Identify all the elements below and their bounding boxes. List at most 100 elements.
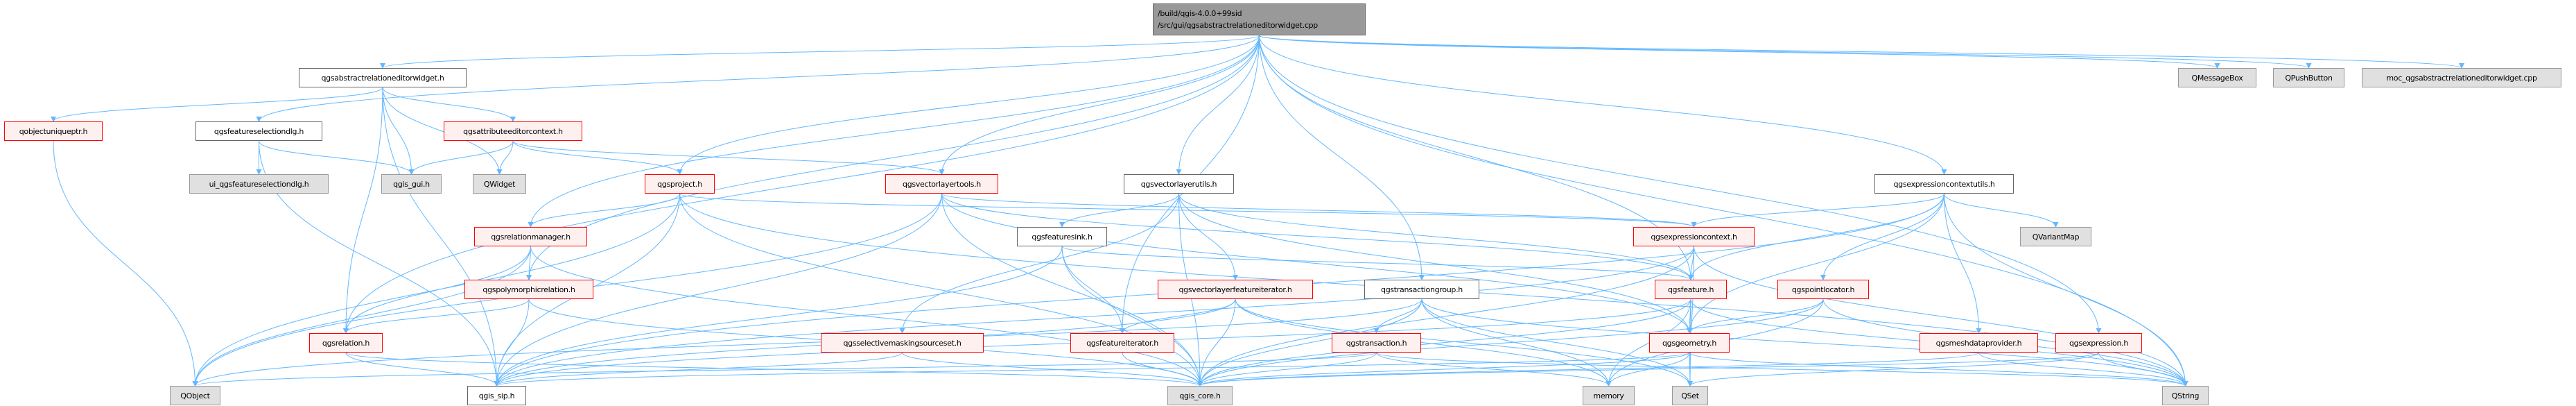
edge-abs-to-attrctx [382, 87, 516, 122]
edge-vlutils-to-selmask [899, 193, 1179, 334]
edge-vlutils-to-feature [1178, 193, 1694, 280]
node-qgsrelationmanager-h[interactable]: qgsrelationmanager.h [474, 227, 587, 246]
edge-project-to-relmgr [528, 193, 680, 228]
node-qgsproject-h[interactable]: qgsproject.h [645, 174, 715, 194]
edge-root-to-qpushbutton [1259, 35, 2312, 69]
edge-vltools-to-qgis_sip [494, 193, 942, 387]
edge-exprctx-to-qstring [1694, 246, 2188, 387]
node-qpushbutton[interactable]: QPushButton [2273, 68, 2344, 87]
edge-attrctx-to-project [512, 140, 683, 175]
edge-abs-to-relation [343, 87, 383, 334]
root-path-line2: /src/gui/qgsabstractrelationeditorwidget… [1158, 21, 1318, 30]
edge-relmgr-to-qobject [192, 246, 531, 387]
edge-vlfeatiter-to-qset [1235, 298, 1693, 387]
edge-vlutils-to-vlfeatiter [1178, 193, 1238, 280]
edge-exprctxutils-to-exprctx [1691, 193, 1944, 228]
node-qgsfeaturesink-h[interactable]: qgsfeaturesink.h [1017, 227, 1107, 246]
node-qgis-gui-h[interactable]: qgis_gui.h [381, 174, 442, 194]
node-qgsrelation-h[interactable]: qgsrelation.h [309, 333, 383, 353]
node-qobject[interactable]: QObject [170, 386, 220, 405]
edge-transgroup-to-qstring [1421, 298, 2188, 387]
edge-relation-to-qgis_sip [345, 352, 500, 387]
edge-root-to-vltools [939, 35, 1260, 175]
node-qgspolymorphicrelation-h[interactable]: qgspolymorphicrelation.h [464, 280, 593, 299]
node-qgsselectivemaskingsourceset-h[interactable]: qgsselectivemaskingsourceset.h [821, 333, 984, 353]
node-moc-qgsabstractrelationeditorwidget-cpp[interactable]: moc_qgsabstractrelationeditorwidget.cpp [2362, 68, 2561, 87]
edge-transaction-to-qgis_core [1197, 352, 1377, 387]
edge-root-to-project [677, 35, 1260, 175]
edge-selmask-to-qgis_core [902, 352, 1203, 387]
edge-abs-to-qwidget [382, 87, 503, 175]
edge-abs-to-qobjectuniqueptr [51, 87, 383, 122]
node-qgis-sip-h[interactable]: qgis_sip.h [467, 386, 526, 405]
node-qgsvectorlayerutils-h[interactable]: qgsvectorlayerutils.h [1124, 174, 1234, 194]
node-memory[interactable]: memory [1583, 386, 1635, 405]
node-root-file[interactable]: /build/qgis-4.0.0+99sid /src/gui/qgsabst… [1153, 3, 1366, 35]
edge-featsink-to-feature [1061, 246, 1694, 280]
node-qgsexpressioncontextutils-h[interactable]: qgsexpressioncontextutils.h [1874, 174, 2014, 194]
edge-transgroup-to-qobject [192, 298, 1422, 387]
edge-exprctxutils-to-pointlocator [1820, 193, 1944, 280]
edge-vltools-to-feature [941, 193, 1694, 280]
edge-root-to-exprctxutils [1259, 35, 1947, 175]
node-qgstransaction-h[interactable]: qgstransaction.h [1332, 333, 1421, 353]
edge-expression-to-qstring [2098, 352, 2188, 387]
edge-transaction-to-memory [1376, 352, 1612, 387]
node-qvariantmap[interactable]: QVariantMap [2020, 227, 2091, 246]
node-qgsfeature-h[interactable]: qgsfeature.h [1655, 280, 1727, 299]
node-qmessagebox[interactable]: QMessageBox [2178, 68, 2256, 87]
node-qgsvectorlayerfeatureiterator-h[interactable]: qgsvectorlayerfeatureiterator.h [1158, 280, 1313, 299]
node-qgis-core-h[interactable]: qgis_core.h [1167, 386, 1233, 405]
edge-root-to-qmessagebox [1259, 35, 2220, 69]
node-qgsgeometry-h[interactable]: qgsgeometry.h [1649, 333, 1730, 353]
edge-transaction-to-qstring [1376, 352, 2188, 387]
edge-meshdp-to-qgis_core [1197, 352, 1979, 387]
node-qobjectuniqueptr-h[interactable]: qobjectuniqueptr.h [4, 121, 103, 141]
edge-root-to-moc [1259, 35, 2464, 69]
node-qwidget[interactable]: QWidget [473, 174, 526, 194]
node-qgspointlocator-h[interactable]: qgspointlocator.h [1777, 280, 1869, 299]
node-qgsexpression-h[interactable]: qgsexpression.h [2055, 333, 2142, 353]
node-qgsfeatureiterator-h[interactable]: qgsfeatureiterator.h [1070, 333, 1174, 353]
node-qgstransactiongroup-h[interactable]: qgstransactiongroup.h [1364, 280, 1479, 299]
edge-exprctx-to-qgis_core [1197, 246, 1694, 387]
edge-exprctx-to-qgis_sip [494, 246, 1694, 387]
node-ui-qgsfeatureselectiondlg-h[interactable]: ui_qgsfeatureselectiondlg.h [189, 174, 329, 194]
edge-vlfeatiter-to-featiter [1120, 298, 1236, 334]
edge-attrctx-to-qwidget [496, 140, 514, 175]
edge-exprctxutils-to-meshdp [1944, 193, 1982, 334]
edge-project-to-exprctx [679, 193, 1697, 228]
edge-meshdp-to-qstring [1978, 352, 2188, 387]
edge-polyrel-to-relation [343, 298, 530, 334]
edge-relmgr-to-qgis_core [530, 246, 1203, 387]
node-qgsvectorlayertools-h[interactable]: qgsvectorlayertools.h [885, 174, 998, 194]
edge-pointlocator-to-qgis_core [1197, 298, 1824, 387]
edge-root-to-abs [380, 35, 1260, 69]
edge-geometry-to-qgis_core [1197, 352, 1690, 387]
edge-fsd-to-qgis_gui [259, 140, 415, 175]
edge-project-to-qgis_core [679, 193, 1203, 387]
edge-root-to-vlutils [1176, 35, 1260, 175]
edge-selmask-to-qgis_sip [494, 352, 903, 387]
node-qgsabstractrelationeditorwidget-h[interactable]: qgsabstractrelationeditorwidget.h [299, 68, 467, 87]
edge-transgroup-to-qgis_core [1197, 298, 1422, 387]
edge-vlutils-to-geometry [1178, 193, 1692, 334]
edge-exprctxutils-to-qvariantmap [1944, 193, 2059, 228]
edge-abs-to-qgis_gui [382, 87, 415, 175]
node-qgsfeatureselectiondlg-h[interactable]: qgsfeatureselectiondlg.h [195, 121, 322, 141]
edge-featiter-to-qgis_core [1122, 352, 1203, 387]
edge-featsink-to-qgis_sip [494, 246, 1063, 387]
edge-expression-to-qgis_core [1197, 352, 2099, 387]
node-qgsattributeeditorcontext-h[interactable]: qgsattributeeditorcontext.h [444, 121, 582, 141]
edge-vltools-to-qgis_core [941, 193, 1203, 387]
edge-expression-to-qset [1687, 352, 2099, 387]
node-qgsmeshdataprovider-h[interactable]: qgsmeshdataprovider.h [1920, 333, 2038, 353]
edge-abs-to-qgis_sip [382, 87, 500, 387]
edge-exprctxutils-to-geometry [1687, 193, 1944, 334]
node-qgsexpressioncontext-h[interactable]: qgsexpressioncontext.h [1633, 227, 1755, 246]
edge-vlfeatiter-to-memory [1235, 298, 1612, 387]
edge-root-to-fsd [256, 35, 1260, 122]
node-qset[interactable]: QSet [1672, 386, 1708, 405]
node-qstring[interactable]: QString [2162, 386, 2209, 405]
